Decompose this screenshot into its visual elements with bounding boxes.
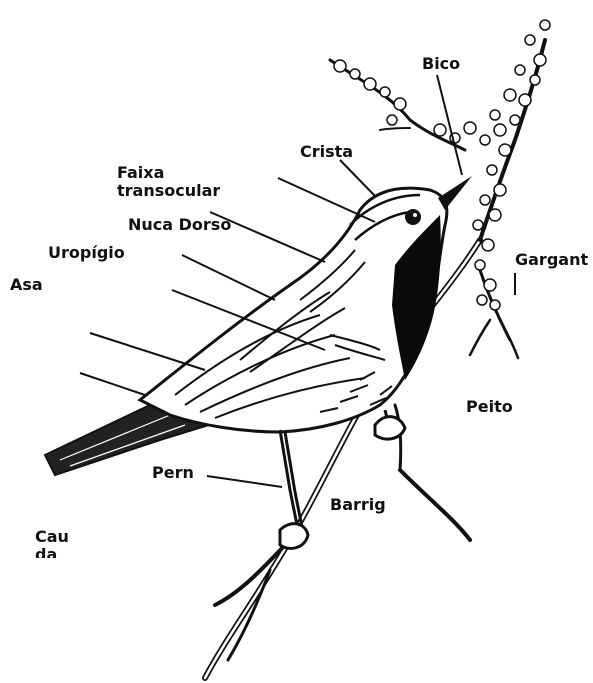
label-faixa-transocular: Faixa transocular: [117, 164, 220, 200]
label-peito: Peito: [466, 398, 513, 416]
foot-lower: [280, 524, 308, 549]
label-uropigio: Uropígio: [48, 244, 125, 262]
beak: [438, 176, 472, 210]
label-bico: Bico: [422, 55, 460, 73]
label-garganta: Gargant: [515, 251, 588, 269]
eye: [405, 209, 421, 225]
label-cauda: Cau da: [35, 528, 69, 558]
foot-upper: [375, 417, 405, 439]
label-barriga: Barrig: [330, 496, 386, 518]
label-crista: Crista: [300, 143, 353, 161]
label-nuca-dorso: Nuca Dorso: [128, 216, 231, 234]
label-asa: Asa: [10, 276, 43, 294]
label-perna: Pern: [152, 464, 194, 486]
